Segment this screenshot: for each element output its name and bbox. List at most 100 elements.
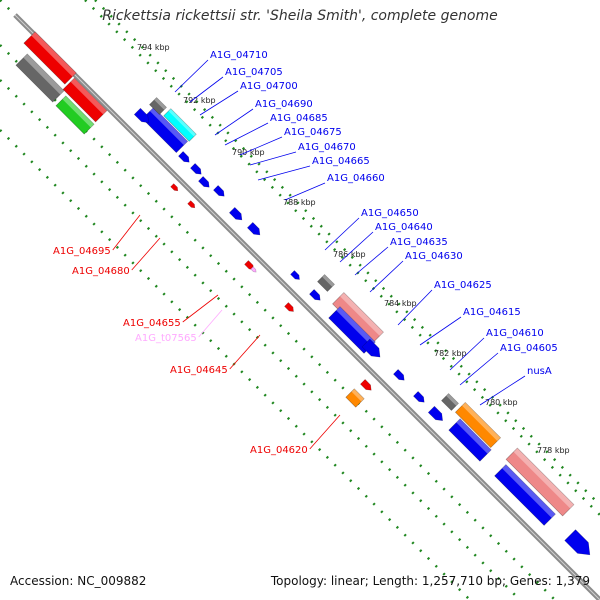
forward-gene-label[interactable]: A1G_04635 xyxy=(390,237,448,248)
forward-gene-arrow[interactable] xyxy=(564,529,596,561)
accession-text: Accession: NC_009882 xyxy=(10,574,147,588)
misc-feature-bar[interactable] xyxy=(149,97,167,115)
forward-feature-bar[interactable] xyxy=(141,106,189,154)
genome-summary-text: Topology: linear; Length: 1,257,710 bp; … xyxy=(270,574,590,588)
forward-gene-label[interactable]: A1G_04605 xyxy=(500,343,558,354)
forward-label-leader xyxy=(284,182,326,201)
forward-label-leader xyxy=(189,76,224,103)
forward-label-leader xyxy=(174,59,209,93)
forward-label-leader xyxy=(199,90,239,116)
forward-gene-label[interactable]: A1G_04630 xyxy=(405,251,463,262)
scale-tick-label: 786 kbp xyxy=(333,250,366,259)
trna-feature-bar[interactable] xyxy=(345,388,365,408)
forward-gene-arrow[interactable] xyxy=(178,151,191,164)
reverse-gene-arrow[interactable] xyxy=(284,302,296,314)
reverse-gene-label[interactable]: A1G_04655 xyxy=(123,318,181,329)
forward-label-leader xyxy=(354,246,389,276)
forward-gene-arrow[interactable] xyxy=(309,289,322,302)
labels-layer: 794 kbp 792 kbp 790 kbp 788 kbp 786 kbp 784 k… xyxy=(53,43,570,456)
map-title: Rickettsia rickettsii str. 'Sheila Smith… xyxy=(102,8,498,24)
forward-gene-arrow[interactable] xyxy=(246,221,262,237)
forward-label-leader xyxy=(369,260,404,293)
forward-gene-arrow[interactable] xyxy=(413,391,426,404)
forward-feature-bar[interactable] xyxy=(494,464,556,526)
scale-tick-label: 782 kbp xyxy=(434,349,467,358)
forward-gene-arrow[interactable] xyxy=(361,338,384,361)
misc-feature-bar[interactable] xyxy=(15,53,65,103)
forward-label-leader xyxy=(249,151,297,166)
guide-line xyxy=(0,129,471,600)
forward-gene-label[interactable]: A1G_04650 xyxy=(361,208,419,219)
forward-gene-label[interactable]: A1G_04670 xyxy=(298,142,356,153)
scale-tick-label: 788 kbp xyxy=(283,198,316,207)
forward-gene-label[interactable]: A1G_04615 xyxy=(463,307,521,318)
reverse-label-leader xyxy=(182,294,219,323)
forward-gene-arrow[interactable] xyxy=(427,405,446,424)
forward-label-leader xyxy=(459,352,499,386)
forward-gene-label[interactable]: A1G_04675 xyxy=(284,127,342,138)
forward-label-leader xyxy=(224,122,269,146)
forward-gene-arrow[interactable] xyxy=(393,369,406,382)
forward-label-leader xyxy=(449,337,485,371)
rna-feature-bar[interactable] xyxy=(332,292,384,344)
misc-feature-bar[interactable] xyxy=(441,393,459,411)
forward-gene-label[interactable]: A1G_04710 xyxy=(210,50,268,61)
forward-label-leader xyxy=(324,217,360,251)
forward-label-leader xyxy=(214,108,254,136)
forward-label-leader xyxy=(239,136,283,156)
forward-gene-label[interactable]: A1G_04705 xyxy=(225,67,283,78)
reverse-label-leader xyxy=(112,214,141,251)
forward-gene-label[interactable]: A1G_04700 xyxy=(240,81,298,92)
backbone-layer xyxy=(13,13,600,600)
forward-feature-bar[interactable] xyxy=(448,418,492,462)
reverse-gene-arrow[interactable] xyxy=(170,183,180,193)
reverse-label-leader xyxy=(229,334,261,370)
guide-line xyxy=(0,79,521,600)
forward-gene-label[interactable]: A1G_04665 xyxy=(312,156,370,167)
backbone-highlight xyxy=(14,14,600,600)
trna-feature-bar[interactable] xyxy=(454,401,502,449)
forward-gene-label[interactable]: A1G_04640 xyxy=(375,222,433,233)
forward-gene-label[interactable]: A1G_04685 xyxy=(270,113,328,124)
scale-tick-label: 790 kbp xyxy=(232,148,265,157)
forward-gene-label[interactable]: A1G_04660 xyxy=(327,173,385,184)
reverse-feature-bar[interactable] xyxy=(62,77,108,123)
reverse-gene-label[interactable]: A1G_04680 xyxy=(72,266,130,277)
forward-gene-arrow[interactable] xyxy=(133,107,152,126)
forward-label-leader xyxy=(419,316,462,346)
scale-tick-label: 794 kbp xyxy=(137,43,170,52)
reverse-gene-label[interactable]: A1G_t07565 xyxy=(135,333,197,344)
forward-label-leader xyxy=(479,375,526,406)
reverse-gene-label[interactable]: A1G_04620 xyxy=(250,445,308,456)
forward-gene-label[interactable]: A1G_04690 xyxy=(255,99,313,110)
forward-gene-arrow[interactable] xyxy=(198,176,211,189)
reverse-label-leader xyxy=(131,237,161,271)
green-feature-bar[interactable] xyxy=(55,95,95,135)
forward-gene-label[interactable]: nusA xyxy=(527,366,552,377)
forward-gene-label[interactable]: A1G_04625 xyxy=(434,280,492,291)
guide-line xyxy=(84,0,600,516)
forward-gene-arrow[interactable] xyxy=(190,163,203,176)
misc-feature-bar[interactable] xyxy=(317,274,335,292)
reverse-gene-label[interactable]: A1G_04695 xyxy=(53,246,111,257)
reverse-gene-arrow[interactable] xyxy=(187,200,197,210)
reverse-gene-arrow[interactable] xyxy=(360,379,373,392)
features-layer xyxy=(15,31,596,561)
forward-gene-arrow[interactable] xyxy=(228,206,244,222)
reverse-label-leader xyxy=(309,414,341,450)
forward-label-leader xyxy=(397,289,433,326)
forward-gene-arrow[interactable] xyxy=(290,270,302,282)
scale-tick-label: 784 kbp xyxy=(384,299,417,308)
forward-gene-arrow[interactable] xyxy=(213,185,226,198)
forward-label-leader xyxy=(339,231,374,263)
cyan-feature-bar[interactable] xyxy=(163,108,197,142)
pseudo-gene-arrow[interactable] xyxy=(250,266,258,274)
reverse-label-leader xyxy=(198,309,223,338)
reverse-gene-label[interactable]: A1G_04645 xyxy=(170,365,228,376)
forward-label-leader xyxy=(257,165,311,181)
reverse-feature-bar[interactable] xyxy=(23,31,77,85)
rna-feature-bar[interactable] xyxy=(505,447,575,517)
forward-gene-label[interactable]: A1G_04610 xyxy=(486,328,544,339)
scale-tick-label: 792 kbp xyxy=(183,96,216,105)
